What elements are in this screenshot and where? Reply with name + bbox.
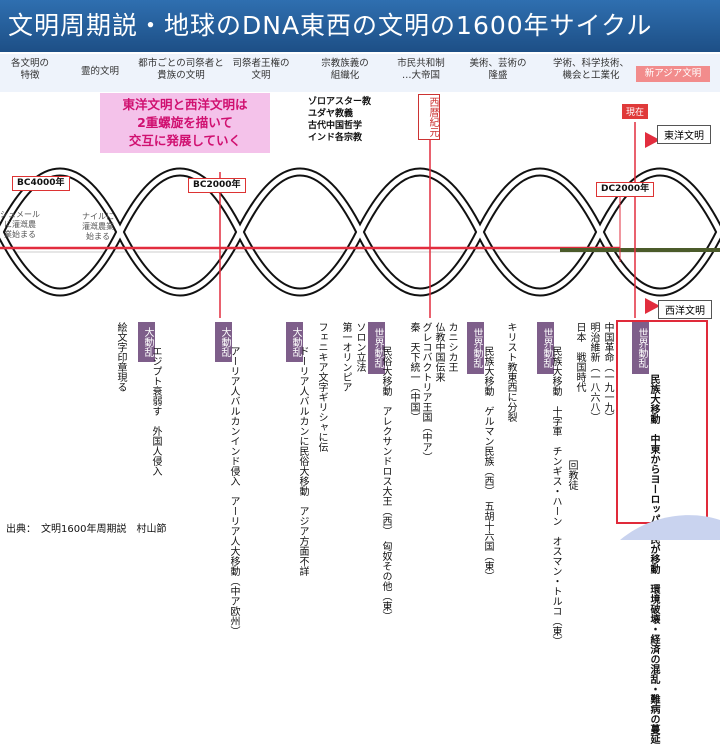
event-greco-bactria: グレコバクトリア王国（中ア） [420,322,431,462]
event-pictograph: 絵文字印章現る [115,322,126,392]
event-qin-unification: 秦 天下統一（中国） [408,322,419,422]
event-christian-schism: キリスト教東西に分裂 [505,322,516,422]
west-strand-inner [0,169,720,295]
world-upheaval-box-1: 世界動乱 [368,322,385,374]
event-alexander: 民俗大移動 アレクサンドロス大王（西） 匈奴その他（東） [380,346,391,621]
upheaval-box-2: 大動乱 [215,322,232,362]
bc2000-tag: BC2000年 [188,178,246,193]
event-aryan-migration: アーリア人バルカンインド侵入 アーリア人大移動（中ア欧州） [228,346,239,636]
west-arrow [645,298,660,314]
decoration-wave [620,515,720,540]
header-cell-science: 学術、科学技術、 機会と工業化 [552,58,629,81]
east-civilization-label: 東洋文明 [657,125,711,144]
corner-decoration [620,515,720,540]
header-cell-priests-nobles: 都市ごとの司祭者と 貴族の文明 [138,58,224,81]
west-civilization-label: 西洋文明 [658,300,712,319]
header-cell-features: 各文明の 特徴 [10,58,49,81]
current-period-frame [616,320,708,524]
header-row [0,54,720,92]
event-egypt-decline: エジプト衰弱す 外国人侵入 [150,346,161,476]
event-sengoku: 日本 戦国時代 [574,322,585,392]
present-label: 現在 [622,104,649,119]
source-citation: 出典： 文明1600年周期説 村山節 [6,524,167,535]
header-cell-religion: 宗教族義の 組織化 [321,58,369,81]
event-dorian-migration: ドーリア人バルカンに民俗大移動 アジア方面不詳 [297,346,308,576]
helix-callout: 東洋文明と西洋文明は 2重螺旋を描いて 交互に発展していく [100,93,270,153]
event-meiji: 明治維新（一八六八） [588,322,599,422]
event-first-olympia: 第一オリンピア [340,322,351,392]
bc4000-tag: BC4000年 [12,176,70,191]
religion-note: ゾロアスター教 ユダヤ教義 古代中国哲学 インド各宗教 [308,97,372,143]
world-upheaval-box-2: 世界動乱 [467,322,484,374]
world-upheaval-box-3: 世界動乱 [537,322,554,374]
world-upheaval-box-4: 世界動乱 [632,322,649,374]
header-cell-new-asia: 新アジア文明 [636,66,710,82]
event-chinese-revolution: 中国革命（一九一九） [602,322,613,422]
east-arrow [645,132,660,148]
header-cell-republic: 市民共和制 …大帝国 [397,58,445,81]
header-cell-priest-king: 司祭者王権の 文明 [232,58,290,81]
upheaval-box-1: 大動乱 [138,322,155,362]
event-buddhism-china: 仏教中国伝来 [433,322,444,382]
page-title: 文明周期説・地球のDNA東西の文明の1600年サイクル [0,0,720,52]
upheaval-box-3: 大動乱 [286,322,303,362]
era-label: 西暦紀元 [418,94,440,140]
event-germanic-migration: 民族大移動 ゲルマン民族（西） 五胡十六国（東） [482,346,493,581]
sumer-note: シュメール に灌漑農 業始まる [0,210,40,239]
event-phoenician-script: フェニキア文字ギリシャに伝 [316,322,327,452]
event-muslims: 回教徒 [566,460,577,490]
header-cell-spiritual: 霊的文明 [80,66,119,77]
event-solon-law: ソロン立法 [354,322,365,372]
event-kanishka: カニシカ王 [446,322,457,372]
event-crusades-genghis: 民族大移動 十字軍 チンギス・ハーン オスマン・トルコ（東） [550,346,561,646]
nile-note: ナイルに 灌漑農業 始まる [82,212,114,241]
event-current-migration: 民族大移動 中東からヨーロッパ難民が移動 環境破壊・経済の混乱・難病の蔓延 [648,374,659,744]
dc2000-tag: DC2000年 [596,182,655,197]
header-cell-arts: 美術、芸術の 隆盛 [469,58,527,81]
